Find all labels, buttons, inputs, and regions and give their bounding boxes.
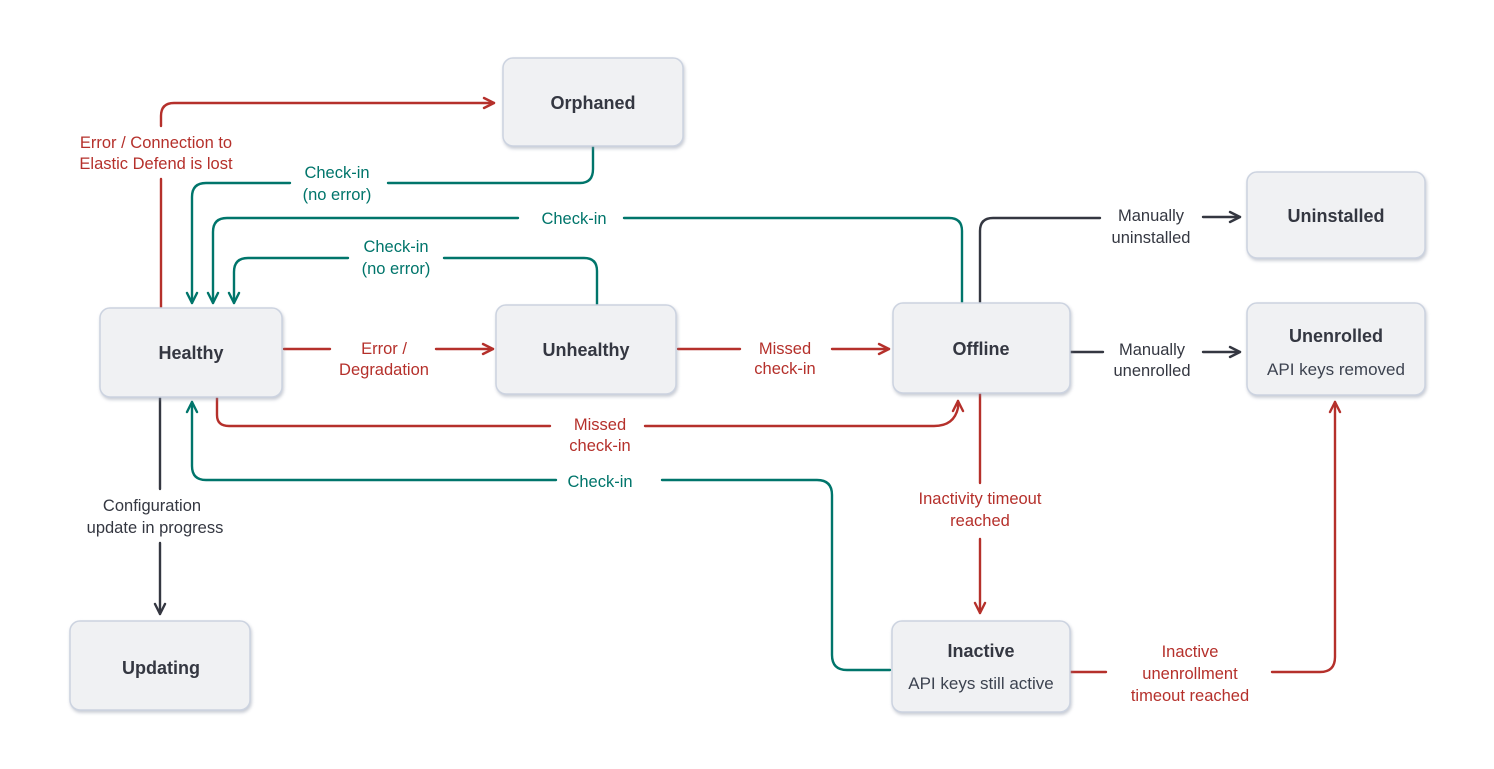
edge-line-arrow — [643, 399, 965, 428]
edge-label: Inactive — [1162, 643, 1219, 661]
edge-label: Inactivity timeout — [919, 490, 1042, 508]
node-unenrolled: Unenrolled API keys removed — [1246, 302, 1426, 396]
node-box — [99, 307, 283, 398]
edge-line — [442, 256, 599, 307]
edge-unhealthy-to-offline: Missed check-in — [676, 340, 891, 378]
node-box — [892, 302, 1071, 394]
node-offline: Offline — [892, 302, 1071, 394]
edge-label: timeout reached — [1131, 687, 1249, 705]
node-title: Unenrolled — [1289, 326, 1383, 346]
edge-healthy-to-offline: Missed check-in — [215, 395, 965, 455]
edge-label: Degradation — [339, 361, 429, 379]
edge-line — [978, 216, 1102, 305]
node-box — [1246, 302, 1426, 396]
edge-line-arrow — [185, 400, 558, 482]
edge-healthy-to-orphaned: Error / Connection to Elastic Defend is … — [79, 96, 496, 310]
node-box — [891, 620, 1071, 713]
edge-label: unenrollment — [1142, 665, 1238, 683]
edge-offline-to-healthy: Check-in — [206, 210, 964, 305]
edge-label: Manually — [1118, 207, 1185, 225]
node-title: Updating — [122, 658, 200, 678]
edge-label: uninstalled — [1112, 229, 1191, 247]
edge-inactive-to-unenrolled: Inactive unenrollment timeout reached — [1068, 400, 1342, 705]
edge-label: Missed — [759, 340, 811, 358]
node-title: Healthy — [158, 343, 223, 363]
edge-label: check-in — [754, 360, 815, 378]
edge-label: Check-in — [567, 473, 632, 491]
edge-label: (no error) — [303, 186, 372, 204]
node-healthy: Healthy — [99, 307, 283, 398]
edge-label: Elastic Defend is lost — [79, 155, 233, 173]
edge-offline-to-uninstalled: Manually uninstalled — [978, 207, 1242, 305]
edge-label: Error / — [361, 340, 407, 358]
edge-line-arrow — [185, 181, 292, 305]
edge-inactive-to-healthy: Check-in — [185, 400, 892, 672]
edge-unhealthy-to-healthy: Check-in (no error) — [227, 238, 599, 307]
edge-label: update in progress — [87, 519, 224, 537]
edge-healthy-to-unhealthy: Error / Degradation — [282, 340, 495, 379]
edge-line — [386, 144, 595, 185]
edge-offline-to-unenrolled: Manually unenrolled — [1068, 341, 1242, 380]
node-title: Uninstalled — [1287, 206, 1384, 226]
edge-label: check-in — [569, 437, 630, 455]
edge-offline-to-inactive: Inactivity timeout reached — [919, 391, 1042, 615]
node-box — [69, 620, 251, 711]
edge-line-arrow — [159, 96, 496, 128]
edge-line — [622, 216, 964, 305]
edge-label: Check-in — [363, 238, 428, 256]
edge-label: reached — [950, 512, 1010, 530]
edge-healthy-to-updating: Configuration update in progress — [87, 395, 224, 616]
node-box — [502, 57, 684, 147]
node-title: Unhealthy — [542, 340, 629, 360]
edge-orphaned-to-healthy: Check-in (no error) — [185, 144, 595, 305]
node-box — [495, 304, 677, 395]
node-inactive: Inactive API keys still active — [891, 620, 1071, 713]
node-orphaned: Orphaned — [502, 57, 684, 147]
node-title: Inactive — [947, 641, 1014, 661]
node-title: Orphaned — [550, 93, 635, 113]
node-unhealthy: Unhealthy — [495, 304, 677, 395]
edge-label: (no error) — [362, 260, 431, 278]
node-box — [1246, 171, 1426, 259]
edge-label: Error / Connection to — [80, 134, 232, 152]
edge-label: Configuration — [103, 497, 201, 515]
node-title: Offline — [953, 339, 1010, 359]
edge-line-arrow — [1270, 400, 1342, 674]
edge-line — [215, 395, 552, 428]
edge-label: Check-in — [541, 210, 606, 228]
edge-line-arrow — [227, 256, 350, 305]
edge-line-arrow — [206, 216, 520, 305]
node-updating: Updating — [69, 620, 251, 711]
node-subtitle: API keys removed — [1267, 360, 1405, 379]
edge-label: Manually — [1119, 341, 1186, 359]
edge-line — [660, 478, 892, 672]
edge-label: Missed — [574, 416, 626, 434]
node-uninstalled: Uninstalled — [1246, 171, 1426, 259]
edge-label: unenrolled — [1113, 362, 1190, 380]
edge-label: Check-in — [304, 164, 369, 182]
node-subtitle: API keys still active — [908, 674, 1054, 693]
